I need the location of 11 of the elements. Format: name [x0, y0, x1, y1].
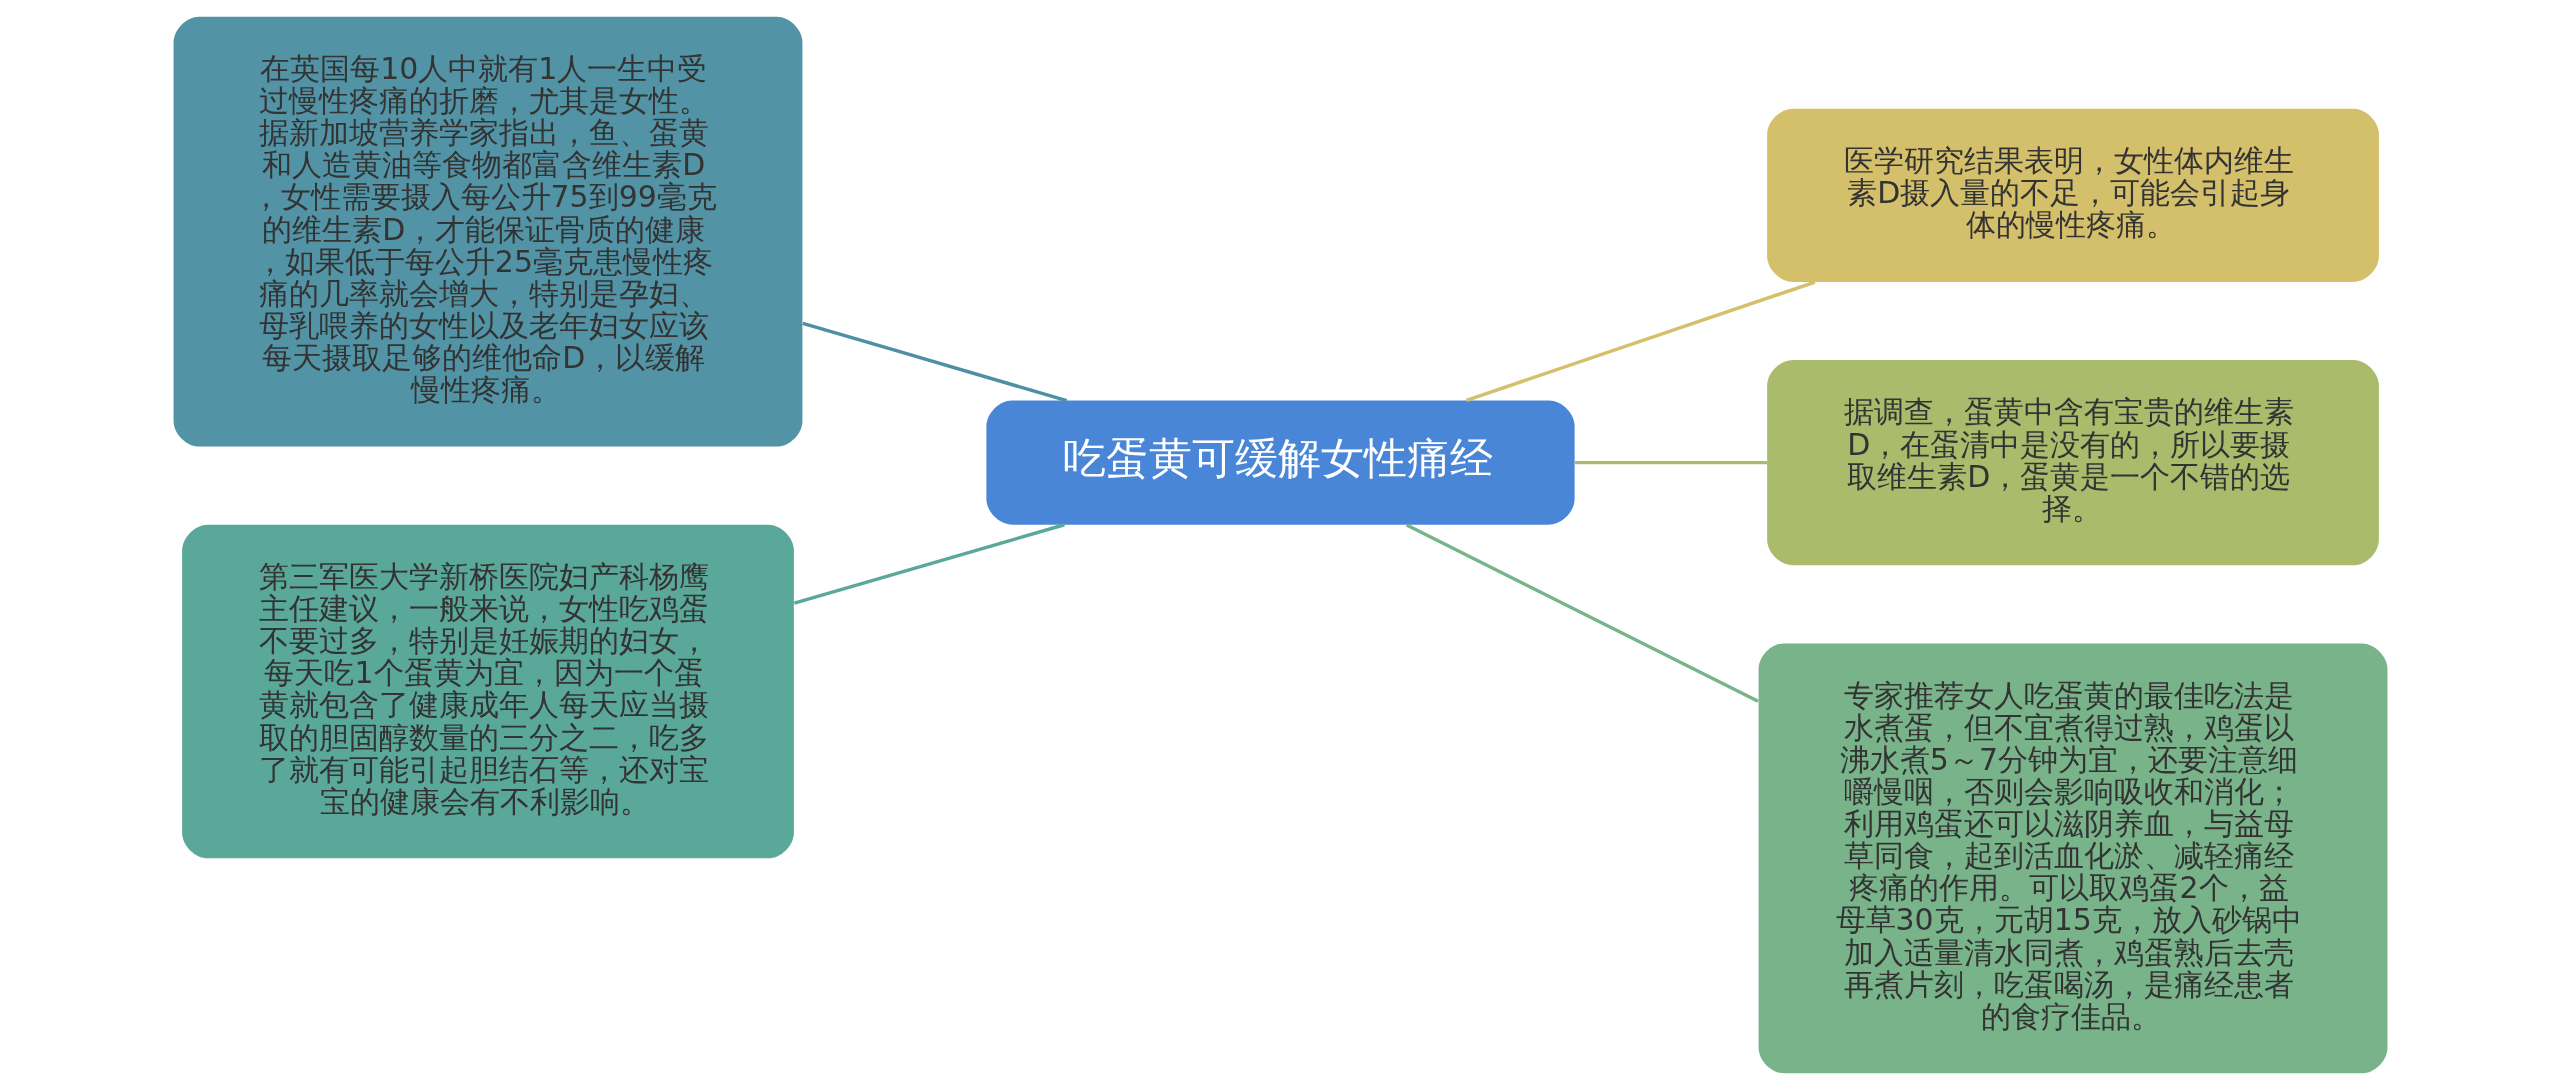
node-box: 医学研究结果表明，女性体内维生素D摄入量的不足，可能会引起身体的慢性疼痛。 — [1766, 108, 2379, 282]
node-box: 吃蛋黄可缓解女性痛经 — [985, 400, 1575, 525]
connector — [1574, 460, 1767, 465]
node-box: 在英国每10人中就有1人一生中受过慢性疼痛的折磨，尤其是女性。据新加坡营养学家指出，鱼、蛋黄和人造黄油等食物都富含维生素D，女性需要摄入每公升75到99毫克的维生素D，才能保证骨质的健康，如果低于每公升25毫克患慢性疼痛的几率就会增大，特别是孕妇、母乳喂养的女性以及老年妇女应该每天摄取足够的维他命D，以缓解慢性疼痛。 — [173, 16, 802, 447]
node-box: 第三军医大学新桥医院妇产科杨鹰主任建议，一般来说，女性吃鸡蛋不要过多，特别是妊娠期的妇女，每天吃1个蛋黄为宜，因为一个蛋黄就包含了健康成年人每天应当摄取的胆固醇数量的三分之二，吃多了就有可能引起胆结石等，还对宝宝的健康会有不利影响。 — [181, 524, 794, 859]
node-box: 专家推荐女人吃蛋黄的最佳吃法是水煮蛋，但不宜煮得过熟，鸡蛋以沸水煮5～7分钟为宜，还要注意细嚼慢咽，否则会影响吸收和消化；利用鸡蛋还可以滋阴养血，与益母草同食，起到活血化淤、减轻痛经疼痛的作用。可以取鸡蛋2个，益母草30克，元胡15克，放入砂锅中加入适量清水同煮，鸡蛋熟后去壳再煮片刻，吃蛋喝汤，是痛经患者的食疗佳品。 — [1758, 643, 2387, 1074]
connector — [1465, 280, 1816, 402]
node-box: 据调查，蛋黄中含有宝贵的维生素D，在蛋清中是没有的，所以要摄取维生素D，蛋黄是一个不错的选择。 — [1766, 359, 2379, 566]
connector — [793, 523, 1065, 605]
connector — [1405, 523, 1759, 703]
connector — [801, 321, 1067, 403]
